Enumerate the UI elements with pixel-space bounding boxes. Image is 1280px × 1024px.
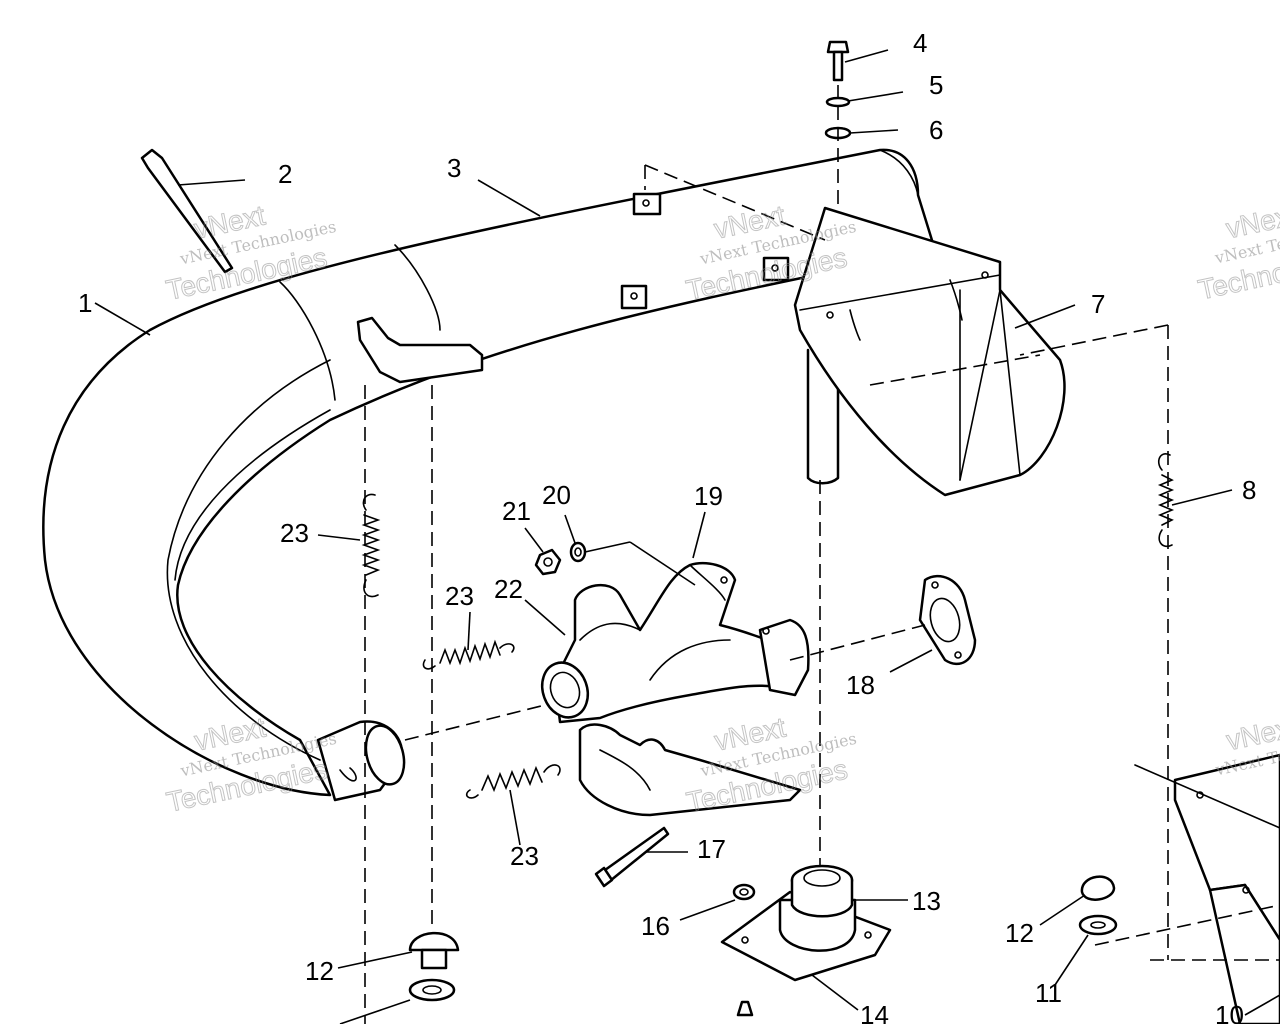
callout-20: 20 [542,480,571,510]
watermark-bottom-center: vNext vNext Technologies Technologies [683,711,858,818]
leader-lines [94,49,1280,1024]
callout-17: 17 [697,834,726,864]
callout-16: 16 [641,911,670,941]
watermark-top-right: vNext vNext Technologies Technologies [1195,199,1280,306]
callout-4: 4 [913,28,927,58]
callout-12-left: 12 [305,956,334,986]
callout-13: 13 [912,886,941,916]
grommet-12-right [1078,875,1118,936]
callout-numbers: 1 2 3 4 5 6 7 8 23 21 20 19 23 22 18 23 … [78,28,1256,1024]
exhaust-pipe-muffler [42,148,937,802]
callout-12-right: 12 [1005,918,1034,948]
spring-23-lower [465,764,561,799]
watermark-bottom-right: vNext vNext Technologies [1213,711,1280,780]
callout-10: 10 [1215,1000,1244,1024]
callout-5: 5 [929,70,943,100]
callout-2: 2 [278,159,292,189]
assembly-lines [364,164,1280,1024]
cable-strap [140,148,234,274]
bolt-washer-stack [824,40,852,205]
callout-18: 18 [846,670,875,700]
gasket-18 [918,574,977,666]
callout-23-upper: 23 [280,518,309,548]
exhaust-manifold [540,561,810,817]
callout-1: 1 [78,288,92,318]
support-bracket-10 [1134,753,1280,1024]
bolt-17 [594,826,670,888]
callout-21: 21 [502,496,531,526]
callout-19: 19 [694,481,723,511]
grommet-12-left [408,931,460,1002]
heat-shield [793,206,1066,497]
callout-7: 7 [1091,289,1105,319]
callout-11: 11 [1035,978,1062,1008]
spring-23-middle [422,639,515,670]
callout-3: 3 [447,153,461,183]
spring-8 [1157,453,1175,548]
callout-23-lower: 23 [510,841,539,871]
nut-washer-20-21 [534,541,587,576]
callout-14: 14 [860,1000,889,1024]
callout-22: 22 [494,574,523,604]
rubber-mount [720,864,892,1017]
callout-8: 8 [1242,475,1256,505]
callout-23-middle: 23 [445,581,474,611]
callout-6: 6 [929,115,943,145]
